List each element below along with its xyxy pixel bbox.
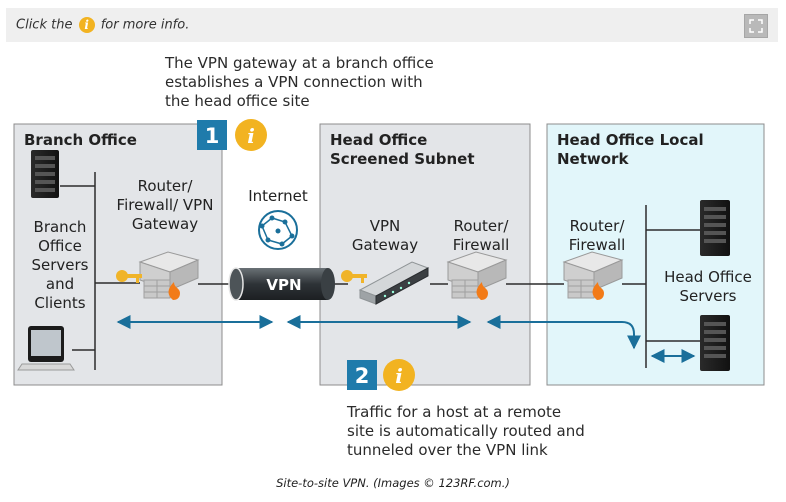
subnet-router-label: Router/ [454,217,510,235]
info-icon-glyph: i [395,364,403,388]
info-icon-glyph: i [247,124,255,148]
branch-side-label: and [46,275,74,293]
vpn-gateway-label: Gateway [352,236,418,254]
info-icon[interactable] [235,119,267,151]
vpn-diagram: Branch Office Head Office Screened Subne… [13,119,765,391]
callout-1-line: The VPN gateway at a branch office [165,54,434,72]
branch-router-label: Firewall/ VPN [117,196,214,214]
server-rack-icon [700,200,730,256]
key-icon [341,270,367,283]
branch-router-label: Gateway [132,215,198,233]
branch-router-firewall-icon [138,251,200,300]
vpn-gateway-icon [358,261,430,305]
key-icon [116,270,142,283]
local-router-label: Router/ [570,217,626,235]
subnet-title: Head Office [330,131,427,149]
local-servers-label: Head Office [664,268,752,286]
hint-suffix: for more info. [100,17,190,33]
badge-number: 2 [355,364,370,388]
branch-side-label: Branch [34,218,87,236]
hint-prefix: Click the [16,17,73,33]
info-hint: Click the i for more info. [16,17,189,33]
local-network-title: Network [557,150,629,168]
internet-label: Internet [248,187,308,205]
server-rack-icon [31,150,59,198]
info-bar: Click the i for more info. [6,8,778,42]
branch-side-label: Office [38,237,82,255]
callout-2-line: site is automatically routed and [347,422,585,440]
callout-2-line: tunneled over the VPN link [347,441,548,459]
badge-number: 1 [205,124,220,148]
info-icon: i [78,17,95,33]
subnet-router-label: Firewall [453,236,510,254]
callout-2-badge[interactable]: 2 i [347,359,415,391]
branch-router-label: Router/ [138,177,194,195]
subnet-router-firewall-icon [446,251,508,300]
callout-1-line: the head office site [165,92,310,110]
callout-1-badge[interactable]: 1 i [197,119,267,151]
figure-caption: Site-to-site VPN. (Images © 123RF.com.) [276,476,510,490]
callout-2-line: Traffic for a host at a remote [347,403,562,421]
expand-icon[interactable] [744,14,768,38]
local-network-title: Head Office Local [557,131,704,149]
vpn-tunnel-label: VPN [266,276,301,294]
callout-1-text: The VPN gateway at a branch office estab… [165,54,434,111]
callout-2-text: Traffic for a host at a remote site is a… [347,403,585,460]
laptop-icon [17,326,75,371]
info-icon[interactable] [383,359,415,391]
vpn-gateway-label: VPN [370,217,401,235]
vpn-tunnel: VPN [228,267,335,301]
local-router-firewall-icon [562,251,624,300]
branch-side-label: Servers [31,256,88,274]
internet-globe-icon [258,210,298,250]
traffic-arrow [486,315,641,350]
local-servers-label: Servers [679,287,736,305]
branch-side-label: Clients [34,294,85,312]
server-rack-icon [700,315,730,371]
subnet-title: Screened Subnet [330,150,475,168]
callout-1-line: establishes a VPN connection with [165,73,423,91]
local-router-label: Firewall [569,236,626,254]
branch-office-title: Branch Office [24,131,137,149]
